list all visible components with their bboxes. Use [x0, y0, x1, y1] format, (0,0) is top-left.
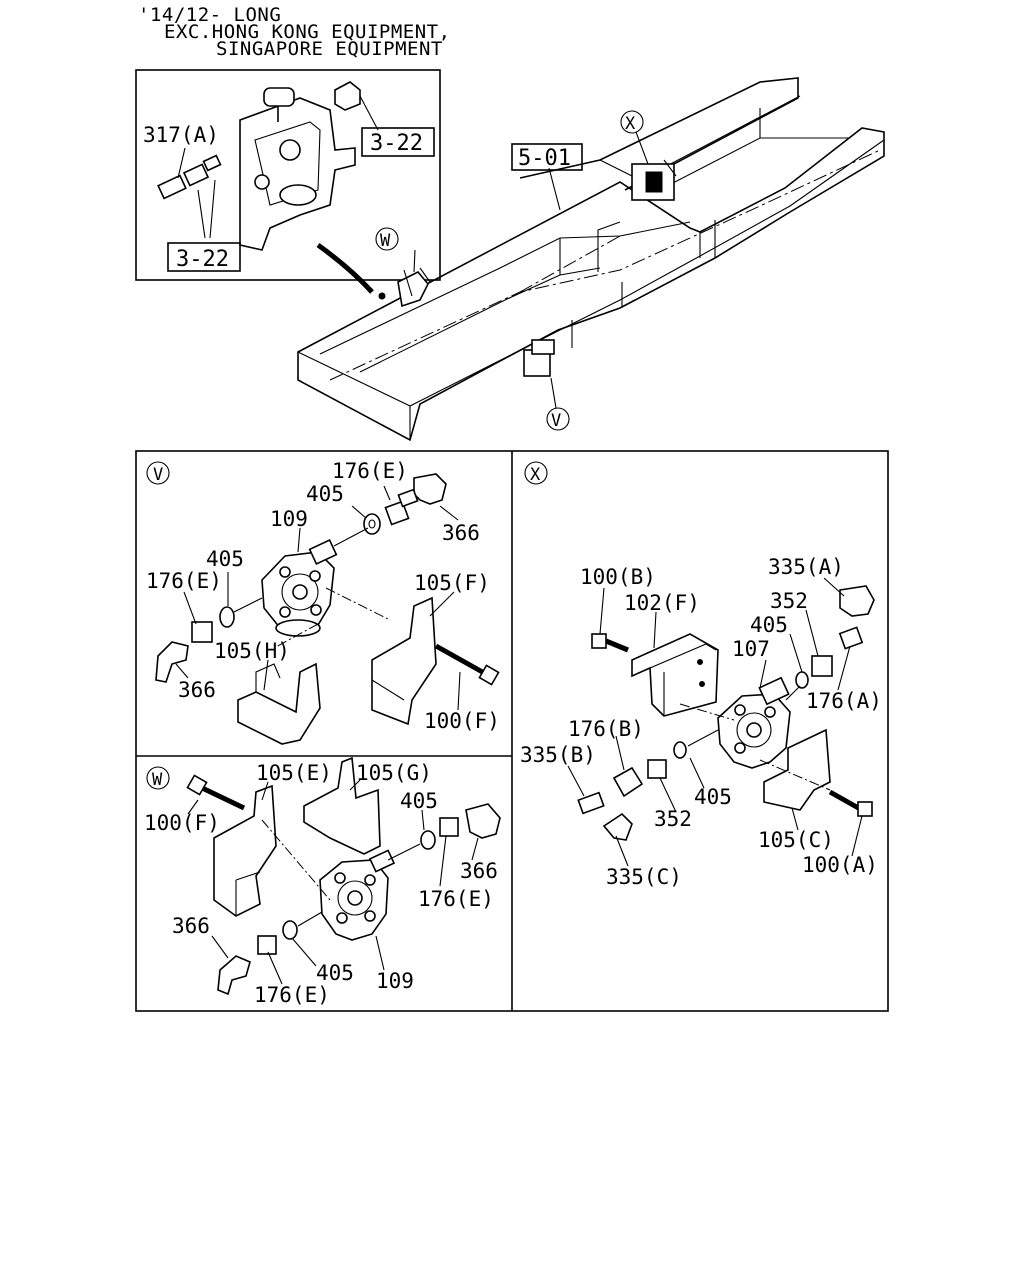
inset-ref-box-top: [361, 127, 435, 157]
callout-v: V: [551, 411, 561, 431]
v-label-109: 109: [270, 507, 308, 531]
chassis-frame: [297, 77, 885, 442]
header-line-3: SINGAPORE EQUIPMENT: [216, 38, 443, 60]
frame-ref-label: 5-01: [518, 146, 571, 171]
x-label-102f: 102(F): [624, 591, 700, 615]
w-label-366-right: 366: [460, 859, 498, 883]
panel-v: [146, 461, 500, 745]
w-label-105e: 105(E): [256, 761, 332, 785]
x-label-176b: 176(B): [568, 717, 644, 741]
header-line-1: '14/12- LONG: [138, 4, 282, 26]
v-label-405-top: 405: [306, 482, 344, 506]
x-label-335b: 335(B): [520, 743, 596, 767]
w-label-366-left: 366: [172, 914, 210, 938]
w-label-109: 109: [376, 969, 414, 993]
v-label-105f: 105(F): [414, 571, 490, 595]
w-label-100f: 100(F): [144, 811, 220, 835]
x-label-100b: 100(B): [580, 565, 656, 589]
w-label-105g: 105(G): [356, 761, 432, 785]
frame-ref-box: [511, 143, 583, 171]
panel-w-marker: W: [152, 770, 163, 790]
v-label-366-left: 366: [178, 678, 216, 702]
w-label-176e-right: 176(E): [418, 887, 494, 911]
v-label-405-left: 405: [206, 547, 244, 571]
v-label-176e-top: 176(E): [332, 459, 408, 483]
inset-ref-top: 3-22: [370, 131, 423, 156]
v-label-176e-left: 176(E): [146, 569, 222, 593]
inset-box: [135, 69, 441, 294]
x-label-105c: 105(C): [758, 828, 834, 852]
x-label-335c: 335(C): [606, 865, 682, 889]
callout-circle-v: [546, 407, 570, 431]
inset-label-317a: 317(A): [143, 123, 219, 147]
x-label-352-top: 352: [770, 589, 808, 613]
v-label-366-top: 366: [442, 521, 480, 545]
inset-ref-bottom: 3-22: [176, 247, 229, 272]
w-label-405-bottom: 405: [316, 961, 354, 985]
panel-v-marker: V: [153, 465, 163, 485]
w-label-405-top: 405: [400, 789, 438, 813]
panel-w: [146, 756, 501, 996]
v-label-105h: 105(H): [214, 639, 290, 663]
x-label-335a: 335(A): [768, 555, 844, 579]
callout-circle-x: [620, 110, 644, 134]
inset-ref-box-bottom: [167, 242, 241, 272]
x-label-176a: 176(A): [806, 689, 882, 713]
panel-x-marker: X: [530, 465, 541, 485]
panel-x: [524, 461, 875, 867]
v-label-100f: 100(F): [424, 709, 500, 733]
x-label-100a: 100(A): [802, 853, 878, 877]
x-label-107: 107: [732, 637, 770, 661]
x-label-405-top: 405: [750, 613, 788, 637]
x-label-352-mid: 352: [654, 807, 692, 831]
w-label-176e-bottom: 176(E): [254, 983, 330, 1007]
callout-w: W: [380, 231, 391, 251]
x-label-405-mid: 405: [694, 785, 732, 809]
callout-x: X: [625, 114, 636, 134]
header-line-2: EXC.HONG KONG EQUIPMENT,: [164, 21, 451, 43]
callout-circle-w: [375, 227, 399, 251]
